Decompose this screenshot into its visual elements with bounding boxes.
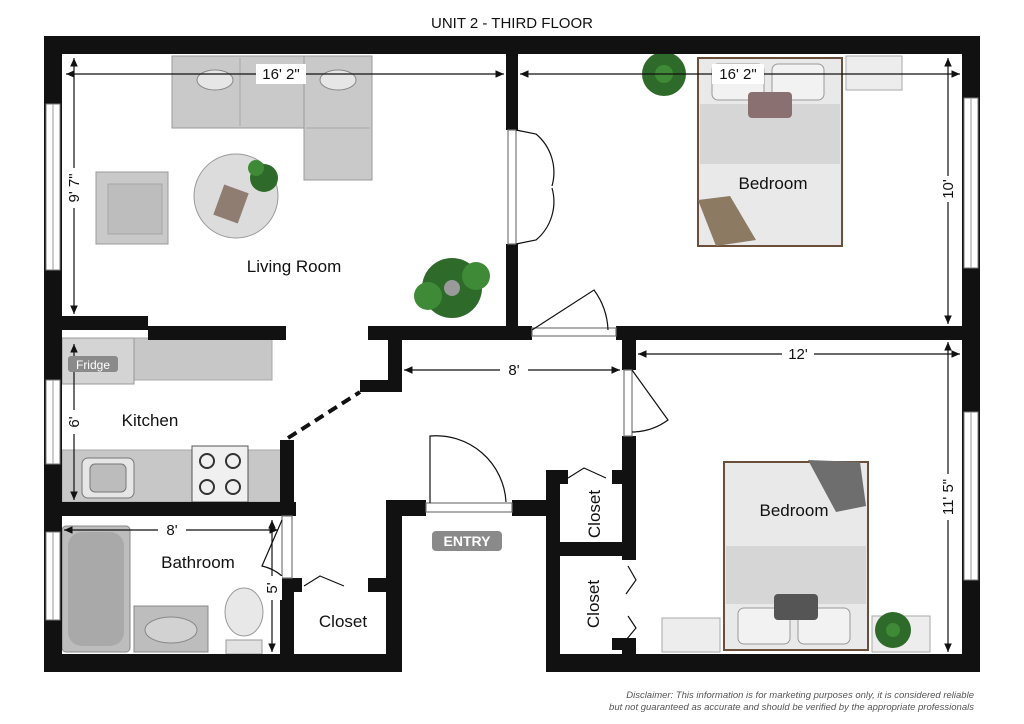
doors xyxy=(261,129,669,641)
room-label-closet-center: Closet xyxy=(585,490,604,538)
disclaimer-line-2: but not guaranteed as accurate and shoul… xyxy=(609,702,974,713)
windows xyxy=(45,97,979,621)
disclaimer-line-1: Disclaimer: This information is for mark… xyxy=(626,690,974,701)
dim-living-width: 16' 2" xyxy=(262,66,299,83)
room-label-living-room: Living Room xyxy=(247,257,342,276)
plant-bedroom-bottom xyxy=(875,612,911,648)
dim-living-depth: 9' 7" xyxy=(66,173,83,202)
dim-bedroom-bottom-depth: 11' 5" xyxy=(940,479,957,515)
dim-bedroom-top-depth: 10' xyxy=(940,179,957,199)
room-labels: Living Room Bedroom Bedroom Kitchen Bath… xyxy=(122,174,829,631)
stove xyxy=(191,445,249,503)
fridge-label: Fridge xyxy=(76,358,110,372)
sink xyxy=(81,457,135,499)
fridge-badge xyxy=(68,356,118,372)
room-label-bedroom-top: Bedroom xyxy=(739,174,808,193)
bathtub xyxy=(61,525,131,653)
dimension-labels: 16' 2" 16' 2" 9' 7" 10' 8' 12' 11' 5" 6'… xyxy=(64,64,958,600)
coffee-table xyxy=(193,153,279,239)
plant-living xyxy=(414,258,490,318)
bath-sink-basin xyxy=(144,616,198,644)
dim-hall-width: 8' xyxy=(508,362,519,379)
entry-badge xyxy=(432,531,502,551)
bed-top xyxy=(697,57,843,247)
room-label-kitchen: Kitchen xyxy=(122,411,179,430)
plan-title: UNIT 2 - THIRD FLOOR xyxy=(431,15,593,32)
armchair xyxy=(95,171,169,245)
dim-bedroom-top-width: 16' 2" xyxy=(719,66,756,83)
room-label-closet-bottom: Closet xyxy=(584,580,603,628)
room-label-bathroom: Bathroom xyxy=(161,553,235,572)
room-label-bedroom-bottom: Bedroom xyxy=(760,501,829,520)
dim-bathroom-width: 8' xyxy=(166,522,177,539)
dim-kitchen-depth: 6' xyxy=(66,416,83,427)
room-label-closet-bath: Closet xyxy=(319,612,367,631)
entry-label: ENTRY xyxy=(444,533,492,549)
bed-bottom xyxy=(723,460,869,651)
furniture xyxy=(61,52,931,655)
toilet xyxy=(224,587,264,655)
dim-bedroom-bottom-width: 12' xyxy=(788,346,808,363)
dim-bathroom-depth: 5' xyxy=(264,582,281,593)
nightstand-bottom xyxy=(661,617,721,653)
nightstand-top xyxy=(845,55,903,91)
